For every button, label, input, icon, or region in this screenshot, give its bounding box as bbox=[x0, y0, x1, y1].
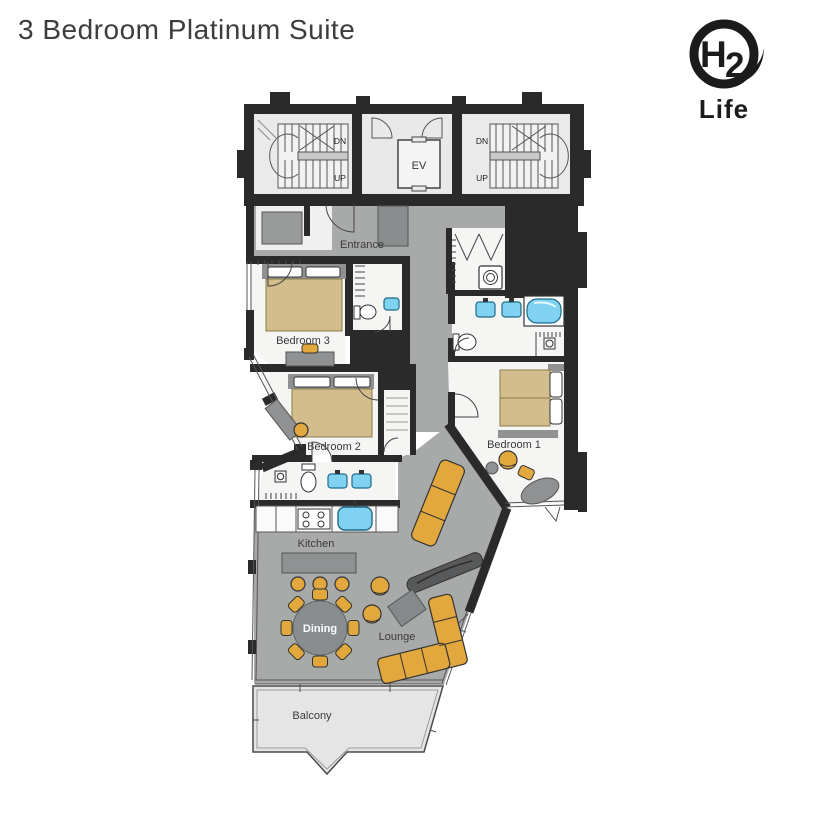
laundry-closet bbox=[452, 233, 504, 290]
stairs-left-down-label: DN bbox=[334, 136, 346, 146]
page-title: 3 Bedroom Platinum Suite bbox=[18, 14, 356, 45]
bar-stool bbox=[334, 576, 350, 592]
service-core: DN UP EV bbox=[237, 92, 591, 204]
bedroom-3-chair bbox=[301, 343, 319, 354]
washer bbox=[478, 265, 503, 290]
dining-area: Dining bbox=[280, 588, 360, 668]
lounge-label: Lounge bbox=[379, 631, 416, 643]
h2-life-logo: H 2 Life bbox=[669, 14, 779, 131]
stairs-right-down-label: DN bbox=[476, 136, 488, 146]
bedroom-2-pillow bbox=[333, 376, 371, 388]
bedroom-3-pillow bbox=[305, 266, 341, 278]
elevator: EV bbox=[397, 136, 441, 192]
bedroom-1-side-table bbox=[485, 461, 499, 475]
logo-circle bbox=[689, 19, 759, 89]
lounge-armchair bbox=[362, 604, 382, 624]
bedroom-2-pillow bbox=[293, 376, 331, 388]
bathroom-3-floor bbox=[352, 262, 402, 332]
dining-label: Dining bbox=[303, 623, 337, 635]
stairwell-right: DN UP bbox=[462, 114, 570, 194]
dining-chairs bbox=[280, 588, 360, 668]
balcony-label: Balcony bbox=[292, 710, 332, 722]
bedroom-2-label: Bedroom 2 bbox=[307, 441, 361, 453]
lounge-armchair bbox=[370, 576, 390, 596]
ensuite-2-sink bbox=[351, 473, 372, 489]
master-bath-shower bbox=[535, 332, 561, 356]
bar-stool bbox=[290, 576, 306, 592]
master-bath-sink bbox=[501, 301, 522, 318]
bedroom-1-label: Bedroom 1 bbox=[487, 439, 541, 451]
bedroom-2: Bedroom 2 bbox=[264, 374, 408, 463]
walls bbox=[244, 198, 587, 654]
bedroom-2-chair bbox=[293, 422, 309, 438]
bathroom-3-toilet-bowl bbox=[359, 304, 377, 320]
bedroom-1-bed bbox=[499, 369, 551, 399]
kitchen-island bbox=[281, 552, 357, 574]
entrance-console bbox=[377, 205, 409, 247]
master-bath-sink bbox=[475, 301, 496, 318]
bedroom-3-desk bbox=[285, 351, 335, 367]
bathroom-3 bbox=[353, 265, 400, 333]
wall-lounge-east bbox=[464, 506, 512, 614]
bathroom-3-sink bbox=[383, 297, 400, 311]
bedroom-1-pillow bbox=[549, 371, 563, 398]
ensuite-2-shower bbox=[274, 470, 287, 483]
stove bbox=[297, 508, 331, 530]
ensuite-2-toilet bbox=[301, 463, 316, 471]
bedroom-1-bench bbox=[498, 430, 558, 438]
dining-table bbox=[292, 600, 348, 656]
stairs-left-up-label: UP bbox=[334, 173, 346, 183]
bedroom-2-closet-shelves bbox=[386, 397, 408, 431]
logo-life: Life bbox=[699, 94, 749, 124]
ensuite-2-sink bbox=[327, 473, 348, 489]
bifold-door bbox=[454, 233, 504, 262]
lounge-sofa-l bbox=[377, 593, 468, 684]
lounge-sofa-long bbox=[411, 459, 465, 547]
logo-h: H bbox=[700, 34, 727, 75]
stairs-right-up-label: UP bbox=[476, 173, 488, 183]
bedroom-3-bed bbox=[265, 278, 343, 332]
entrance-door-arc bbox=[325, 203, 355, 233]
kitchen-sink bbox=[337, 500, 373, 531]
h2-logo-mark: H 2 Life bbox=[689, 19, 764, 124]
entrance-label: Entrance bbox=[340, 239, 384, 251]
stairwell-left: DN UP bbox=[254, 114, 352, 194]
bedroom-1-dressing-table bbox=[520, 477, 560, 505]
elevator-lobby: EV bbox=[362, 114, 452, 194]
lounge: Lounge bbox=[362, 459, 484, 684]
entrance-storage bbox=[261, 211, 303, 245]
elevator-label: EV bbox=[412, 160, 427, 172]
logo-two: 2 bbox=[725, 46, 744, 85]
bedroom-3-pillow bbox=[267, 266, 303, 278]
kitchen-label: Kitchen bbox=[298, 538, 335, 550]
ensuite-2 bbox=[265, 463, 372, 499]
kitchen: Kitchen bbox=[255, 500, 399, 592]
bedroom-3: Bedroom 3 bbox=[262, 261, 346, 367]
wall-bedroom1-lounge bbox=[444, 421, 511, 511]
ensuite-2-floor bbox=[258, 462, 396, 500]
bathtub bbox=[523, 295, 565, 327]
bedroom-1-stool bbox=[517, 464, 535, 481]
master-bathroom bbox=[452, 295, 565, 356]
logo-swoosh-icon bbox=[733, 47, 764, 84]
bathroom-3-toilet bbox=[353, 305, 361, 320]
entrance-hall: Entrance bbox=[256, 203, 409, 265]
bedroom-1-pillow bbox=[549, 398, 563, 425]
bedroom-1: Bedroom 1 bbox=[454, 364, 564, 505]
bedroom-1-armchair bbox=[498, 450, 518, 470]
bedroom-1-nightstand bbox=[548, 364, 564, 371]
lounge-coffee-table bbox=[387, 588, 427, 628]
balcony: Balcony bbox=[252, 684, 444, 776]
